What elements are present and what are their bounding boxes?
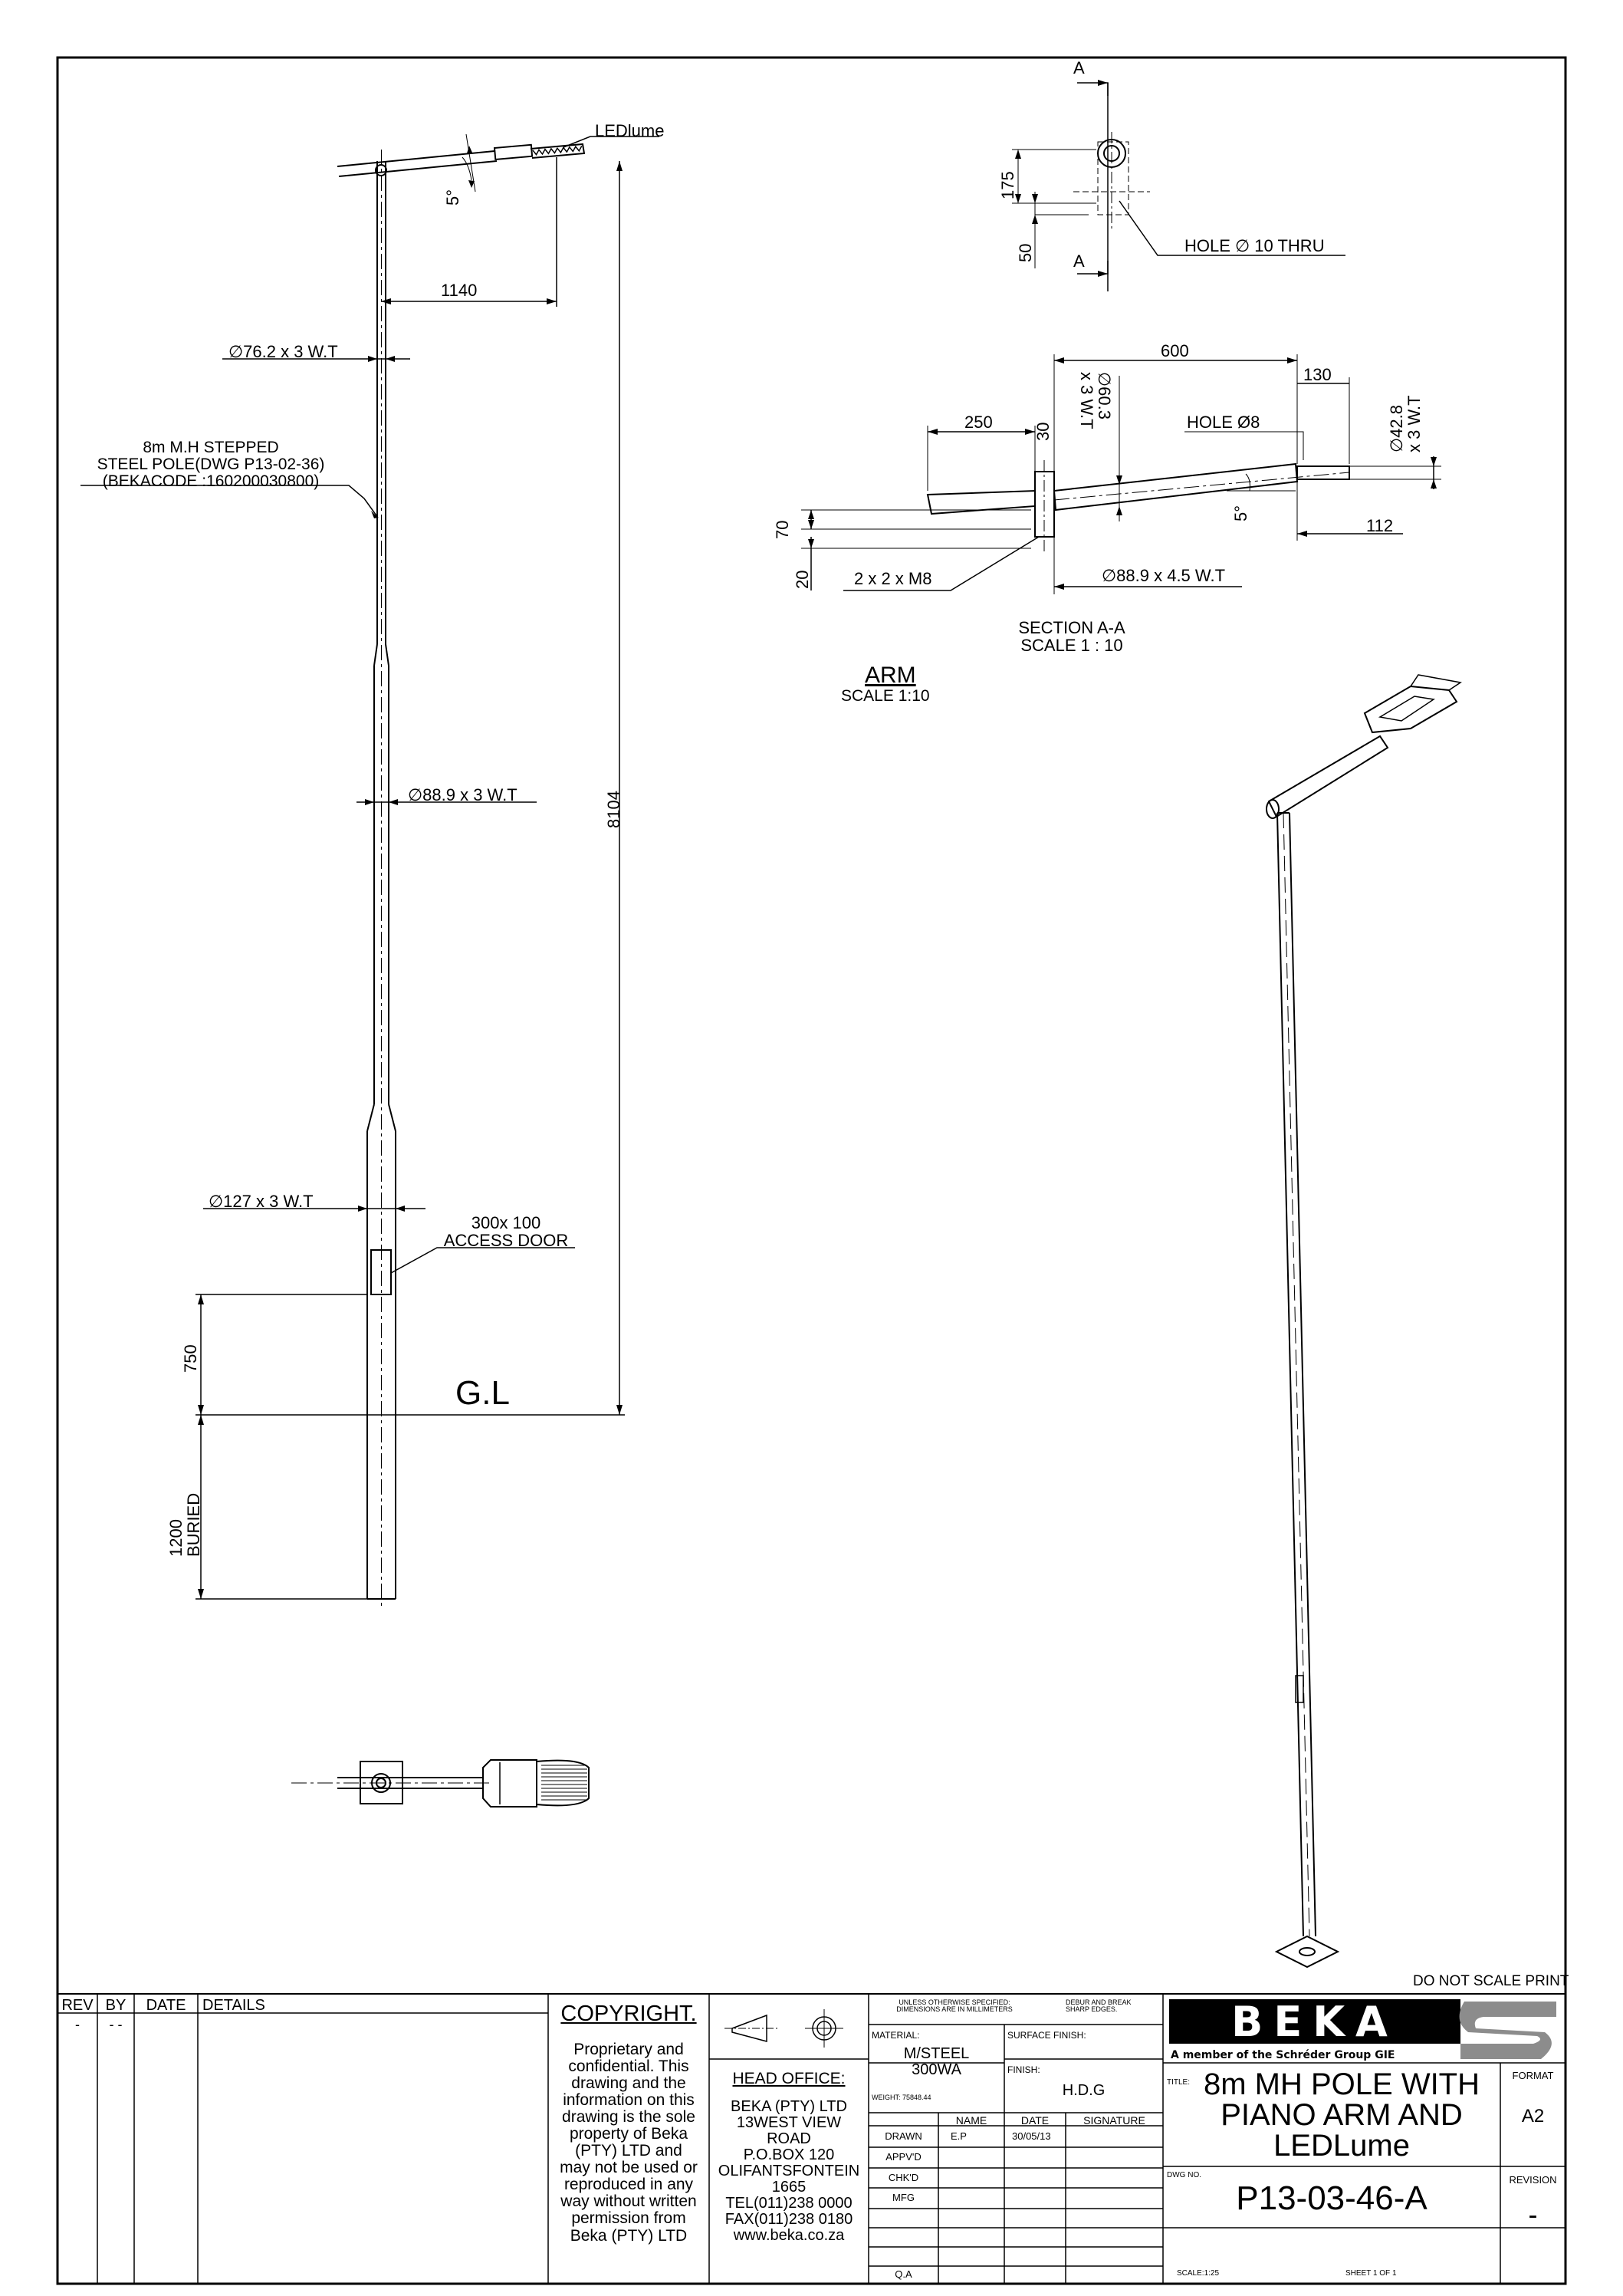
height-20-dim: 20	[793, 570, 812, 589]
cut-label-top: A	[1073, 58, 1085, 77]
rev-header: REV	[61, 1997, 94, 2014]
arm-scale: SCALE 1:10	[841, 687, 930, 705]
plan-view	[291, 1759, 590, 1808]
units-note: UNLESS OTHERWISE SPECIFIED: DIMENSIONS A…	[896, 1998, 1013, 2014]
logo-tagline: A member of the Schréder Group GIE	[1171, 2049, 1395, 2061]
sign-role: CHK'D	[888, 2172, 919, 2183]
mid-diameter-dim: ∅88.9 x 3 W.T	[408, 785, 517, 804]
title-label: TITLE:	[1167, 2078, 1191, 2087]
projection-symbol	[724, 2009, 843, 2048]
date-col-header: DATE	[1020, 2114, 1050, 2127]
arm-tilt-label: 5°	[1231, 505, 1250, 521]
format-label: FORMAT	[1512, 2070, 1554, 2081]
details-header: DETAILS	[202, 1997, 265, 2014]
pole-elevation	[80, 133, 659, 1607]
format-value: A2	[1521, 2106, 1545, 2127]
arm-diameter-889: ∅88.9 x 4.5 W.T	[1102, 566, 1226, 585]
height-70-dim: 70	[773, 520, 792, 539]
sign-role: DRAWN	[885, 2130, 922, 2142]
scale-note: SCALE:1:25	[1177, 2269, 1220, 2278]
logo-text: BEKA	[1231, 1998, 1398, 2046]
overall-height-dim: 8104	[604, 791, 623, 828]
by-header: BY	[105, 1997, 126, 2014]
reducer-diameter-428: ∅42.8 x 3 W.T	[1387, 395, 1424, 452]
by-value: - -	[109, 2017, 123, 2032]
beka-logo: BEKA A member of the Schréder Group GIE	[1169, 1998, 1556, 2061]
drawing-title: 8m MH POLE WITH PIANO ARM AND LEDLume	[1203, 2067, 1480, 2163]
top-diameter-dim: ∅76.2 x 3 W.T	[228, 342, 338, 361]
length-30-dim: 30	[1033, 422, 1053, 441]
hole-8-note: HOLE Ø8	[1187, 413, 1260, 432]
height-175-dim: 175	[998, 171, 1017, 199]
revision-value: -	[1528, 2199, 1538, 2230]
sign-role: APPV'D	[885, 2151, 922, 2163]
sign-role: MFG	[892, 2192, 915, 2203]
head-office-title: HEAD OFFICE:	[732, 2070, 846, 2087]
length-130-dim: 130	[1303, 365, 1332, 384]
finish-label: FINISH:	[1007, 2064, 1040, 2075]
title-block-grid	[57, 1993, 1566, 2284]
buried-depth-dim: 1200 BURIED	[166, 1492, 204, 1557]
bolts-note: 2 x 2 x M8	[854, 569, 932, 588]
luminaire-label: LEDlume	[595, 121, 665, 140]
arm-diameter-603: ∅60.3 x 3 W.T	[1076, 372, 1114, 429]
rev-value: -	[75, 2017, 80, 2032]
material-value: M/STEEL 300WA	[903, 2045, 970, 2078]
material-label: MATERIAL:	[872, 2030, 920, 2041]
edges-note: DEBUR AND BREAK SHARP EDGES.	[1066, 1998, 1132, 2014]
dwg-no-label: DWG NO.	[1167, 2171, 1201, 2179]
tilt-label: 5°	[443, 189, 462, 206]
hole-note: HOLE ∅ 10 THRU	[1184, 236, 1325, 255]
length-250-dim: 250	[964, 413, 993, 432]
signature-header: SIGNATURE	[1083, 2114, 1145, 2127]
surface-finish-label: SURFACE FINISH:	[1007, 2030, 1086, 2041]
arm-title: ARM	[865, 663, 916, 688]
sign-name: E.P	[951, 2130, 967, 2142]
arm-projection-dim: 1140	[441, 281, 478, 300]
pole-note: 8m M.H STEPPED STEEL POLE(DWG P13-02-36)…	[97, 439, 325, 491]
name-header: NAME	[955, 2114, 987, 2127]
sign-date: 30/05/13	[1012, 2130, 1051, 2142]
revision-label: REVISION	[1509, 2174, 1557, 2186]
weight-label: WEIGHT: 75848.44	[872, 2094, 931, 2101]
iso-view	[1266, 674, 1462, 1969]
door-height-dim: 750	[181, 1344, 200, 1373]
dwg-no-value: P13-03-46-A	[1236, 2179, 1428, 2217]
sheet-note: SHEET 1 OF 1	[1345, 2269, 1397, 2278]
sign-role: Q.A	[895, 2268, 912, 2280]
date-header: DATE	[146, 1997, 186, 2014]
do-not-scale-note: DO NOT SCALE PRINT	[1413, 1973, 1569, 1989]
copyright-text: Proprietary and confidential. This drawi…	[560, 2041, 698, 2245]
arm-detail	[801, 354, 1441, 594]
head-office-text: BEKA (PTY) LTD 13WEST VIEW ROAD P.O.BOX …	[718, 2098, 860, 2244]
length-112-dim: 112	[1366, 516, 1394, 535]
height-50-dim: 50	[1016, 243, 1035, 262]
access-door-note: 300x 100 ACCESS DOOR	[443, 1213, 569, 1251]
copyright-title: COPYRIGHT.	[560, 2002, 697, 2026]
cut-label-bottom: A	[1073, 252, 1085, 271]
length-600-dim: 600	[1161, 341, 1189, 360]
section-caption: SECTION A-A SCALE 1 : 10	[1018, 618, 1125, 656]
ground-level-label: G.L	[455, 1374, 510, 1412]
drawing-border	[56, 56, 1567, 2285]
base-diameter-dim: ∅127 x 3 W.T	[209, 1192, 314, 1211]
section-a-view	[1012, 80, 1345, 291]
finish-value: H.D.G	[1062, 2082, 1106, 2099]
